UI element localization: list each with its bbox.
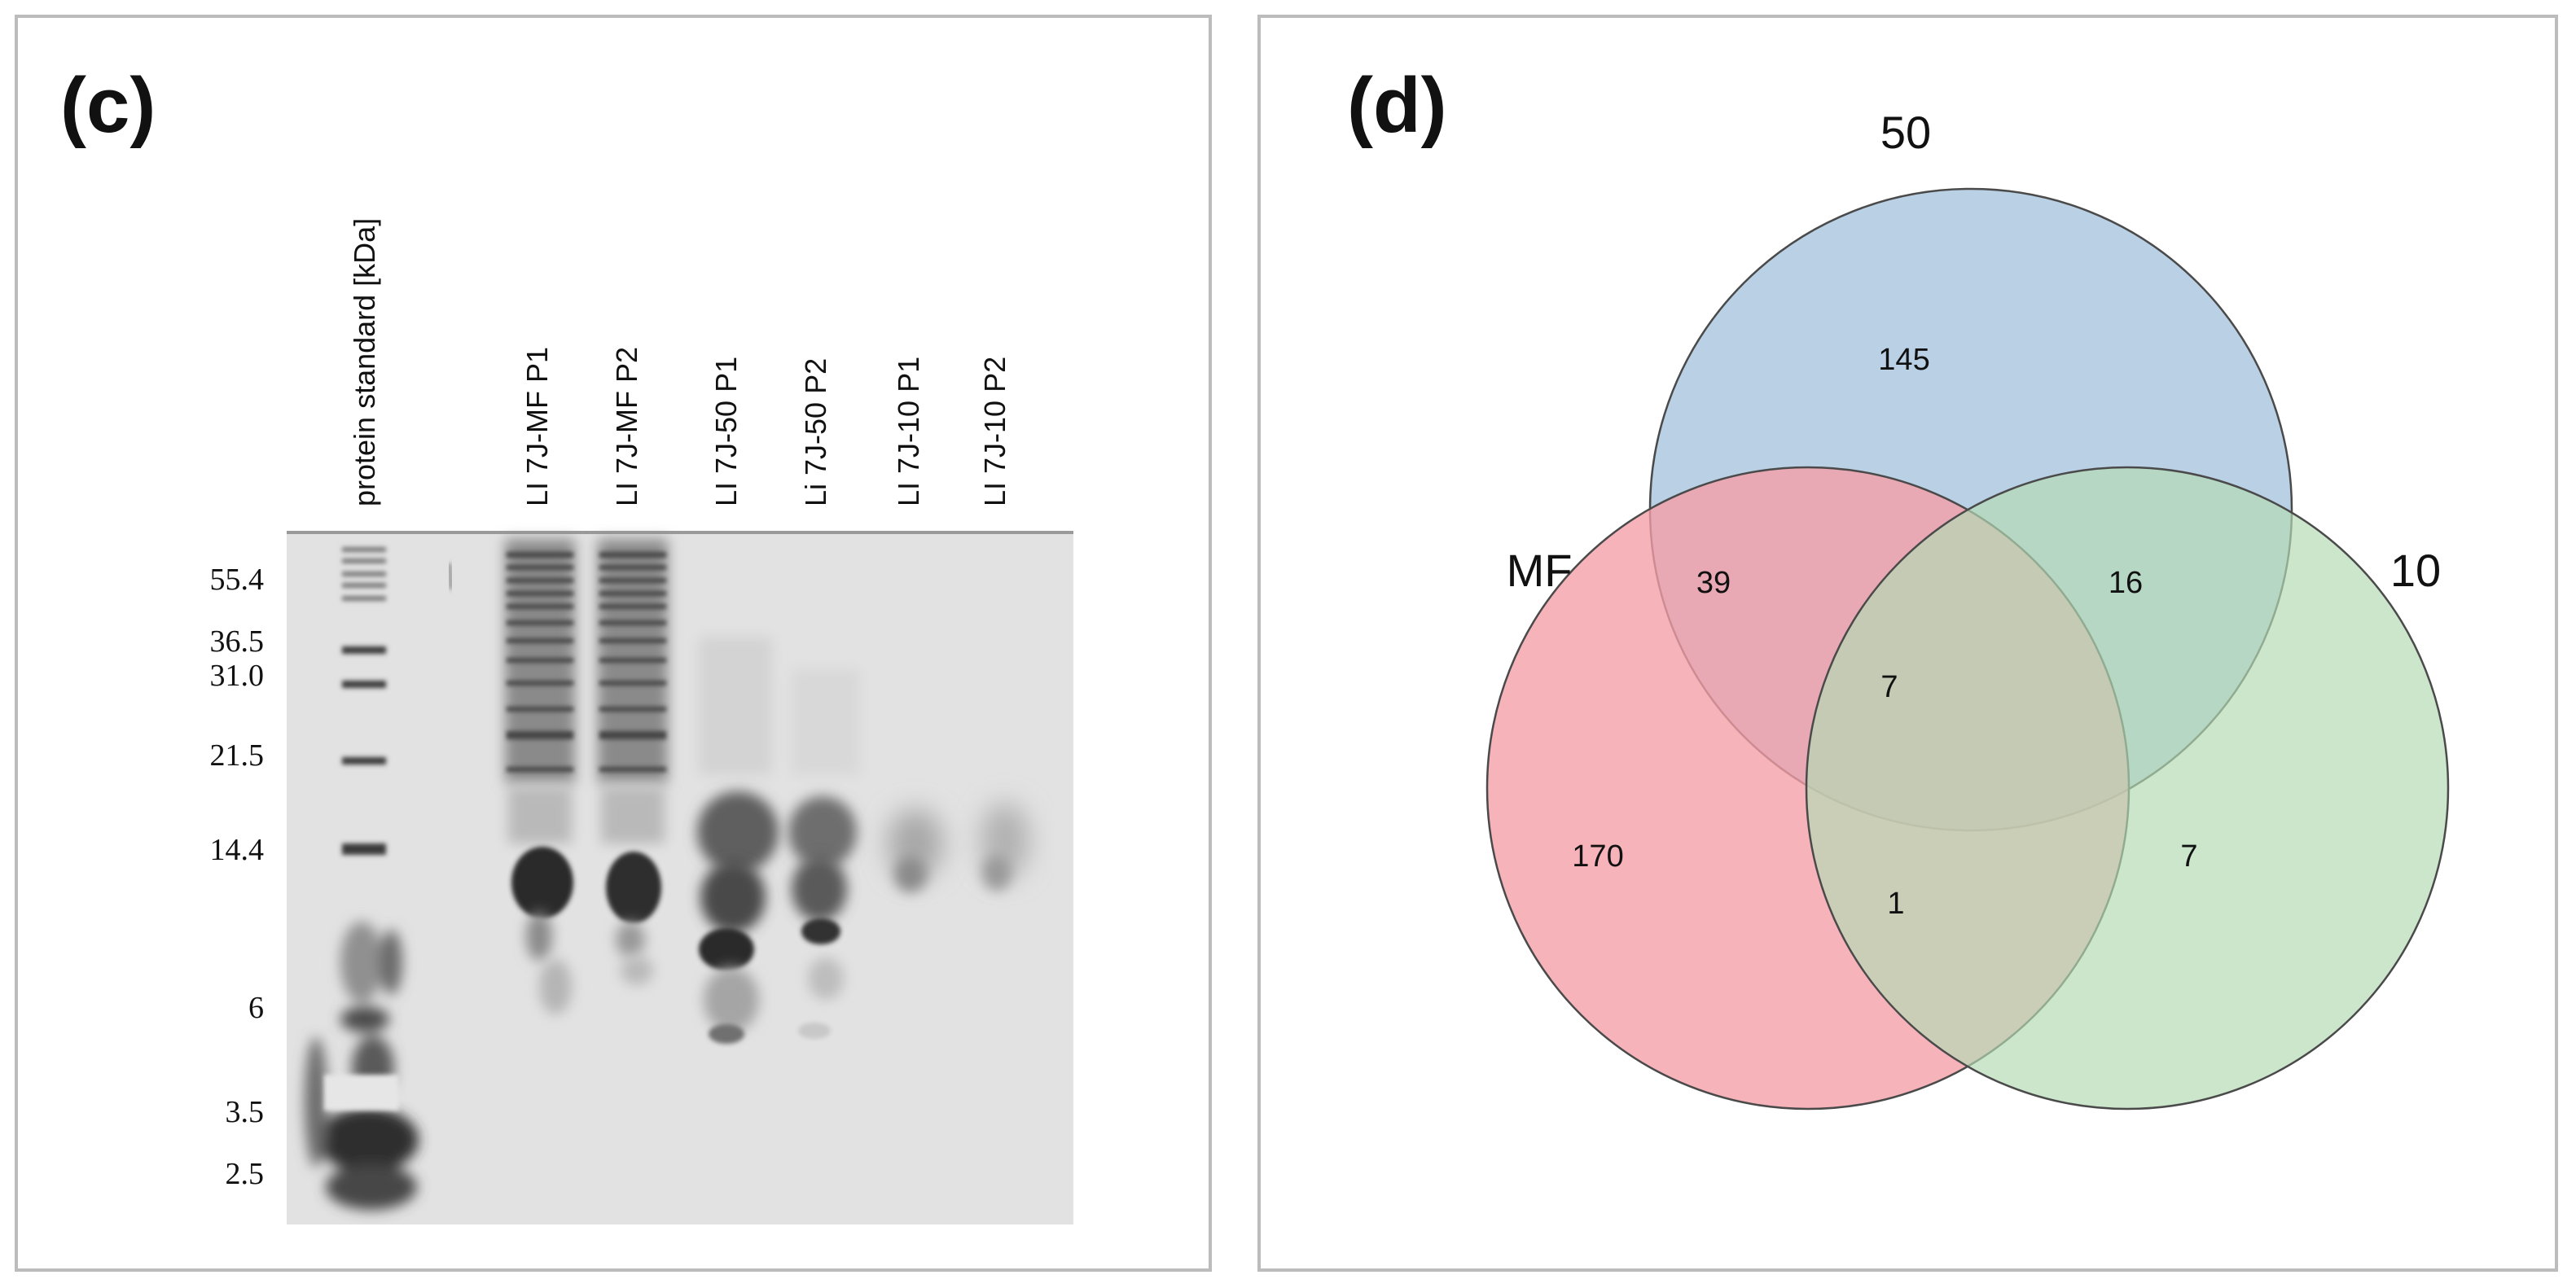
lane-protein-standard: [305, 547, 419, 1210]
lane-label-10-p2: LI 7J-10 P2: [978, 357, 1012, 506]
lane-label-50-p1: LI 7J-50 P1: [709, 357, 743, 506]
set-label-50: 50: [1880, 107, 1931, 158]
region-50-10: 16: [2109, 566, 2143, 600]
lane-50-p1: [697, 637, 779, 1044]
gel-artifact: [448, 563, 453, 590]
marker-label: 6: [248, 991, 264, 1025]
marker-label: 31.0: [210, 659, 265, 693]
marker-label: 36.5: [210, 624, 265, 659]
region-only-50: 145: [1878, 343, 1929, 377]
panel-label-c: (c): [60, 62, 156, 149]
lane-mf-p2: [598, 539, 668, 985]
lane-labels: protein standard [kDa] LI 7J-MF P1 LI 7J…: [348, 218, 1012, 506]
marker-label: 21.5: [210, 738, 265, 773]
panel-label-d: (d): [1347, 62, 1447, 149]
lane-label-10-p1: LI 7J-10 P1: [892, 357, 925, 506]
marker-labels: 55.4 36.5 31.0 21.5 14.4 6 3.5 2.5: [210, 563, 265, 1191]
region-only-10: 7: [2180, 839, 2197, 874]
marker-label: 2.5: [226, 1157, 265, 1191]
marker-label: 14.4: [210, 833, 265, 867]
set-label-10: 10: [2390, 545, 2441, 596]
gel-panel: (c) protein standard [kDa] LI 7J-MF P1 L…: [15, 15, 1212, 1272]
lane-10-p2: [981, 803, 1029, 891]
region-all-three: 7: [1880, 670, 1898, 704]
lane-label-50-p2: Li 7J-50 P2: [799, 358, 832, 506]
region-only-mf: 170: [1572, 839, 1623, 874]
lane-10-p1: [888, 809, 943, 892]
gel-background: [287, 531, 1073, 1224]
venn-panel: (d) 50 MF 10 145 39 16 7 170 1 7: [1257, 15, 2558, 1272]
gel-figure: protein standard [kDa] LI 7J-MF P1 LI 7J…: [210, 218, 1073, 1224]
marker-label: 55.4: [210, 563, 265, 597]
lane-label-standard: protein standard [kDa]: [348, 218, 381, 506]
lane-label-mf-p1: LI 7J-MF P1: [520, 347, 554, 506]
lane-mf-p1: [505, 539, 575, 1014]
set-label-mf: MF: [1507, 545, 1573, 596]
marker-label: 3.5: [226, 1095, 265, 1129]
lane-50-p2: [788, 669, 860, 1039]
region-mf-10: 1: [1887, 887, 1904, 921]
region-mf-50: 39: [1696, 566, 1731, 600]
venn-circle-10: [1805, 466, 2450, 1111]
lane-label-mf-p2: LI 7J-MF P2: [610, 347, 643, 506]
venn-diagram: 50 MF 10 145 39 16 7 170 1 7: [1485, 107, 2450, 1111]
